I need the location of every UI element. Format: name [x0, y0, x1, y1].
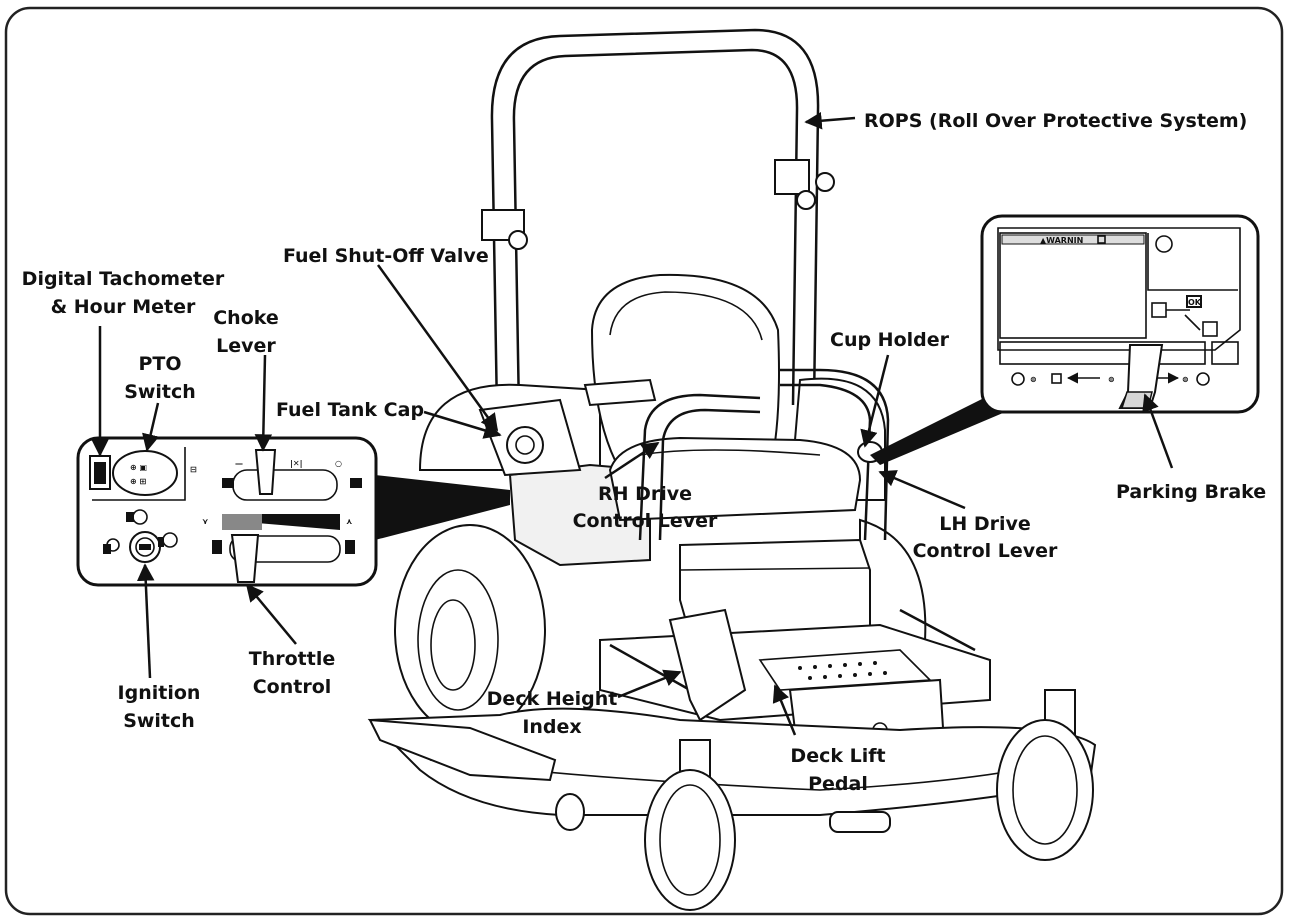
ignition-key-icon — [103, 509, 178, 563]
front-caster-right — [996, 689, 1094, 861]
label-deck-height-line1: Deck Height — [487, 688, 618, 710]
mower-deck — [367, 707, 1097, 816]
label-digital-tachometer-line2: & Hour Meter — [51, 296, 196, 318]
label-lh-drive-line2: Control Lever — [913, 540, 1058, 562]
label-ignition-line2: Switch — [123, 710, 195, 732]
svg-text:⊕ ⊞: ⊕ ⊞ — [130, 477, 146, 486]
left-control-panel-inset: ⊕ ▣ ⊕ ⊞ ⊟ |✕| ○ — ⋎ ⋏ — [76, 436, 510, 587]
svg-text:⊜: ⊜ — [1182, 375, 1189, 384]
label-cup-holder: Cup Holder — [830, 329, 950, 351]
mower-illustration — [367, 28, 1097, 911]
warning-decal-text: ▲WARNIN — [1040, 236, 1083, 245]
svg-text:OK: OK — [1188, 298, 1202, 307]
label-choke-line2: Lever — [216, 335, 276, 357]
label-choke-line1: Choke — [213, 307, 279, 329]
label-fuel-shutoff-valve: Fuel Shut-Off Valve — [283, 245, 489, 267]
label-deck-height-line2: Index — [522, 716, 581, 738]
label-rh-drive-line1: RH Drive — [598, 483, 692, 505]
seat — [590, 273, 862, 522]
anti-scalp-roller — [555, 793, 891, 833]
label-pto-line2: Switch — [124, 381, 196, 403]
svg-text:⊜: ⊜ — [1030, 375, 1037, 384]
svg-text:○: ○ — [335, 459, 342, 468]
svg-text:⊕ ▣: ⊕ ▣ — [130, 463, 147, 472]
label-ignition-line1: Ignition — [118, 682, 201, 704]
label-rops: ROPS (Roll Over Protective System) — [864, 110, 1247, 132]
label-lh-drive-line1: LH Drive — [939, 513, 1031, 535]
label-pto-line1: PTO — [138, 353, 181, 375]
throttle-icon: ⋎ ⋏ — [202, 514, 355, 583]
label-throttle-line2: Control — [253, 676, 332, 698]
pto-icon: ⊕ ▣ ⊕ ⊞ — [112, 450, 178, 496]
svg-text:—: — — [235, 459, 243, 468]
labels: ROPS (Roll Over Protective System) Fuel … — [22, 110, 1267, 795]
label-deck-lift-line1: Deck Lift — [790, 745, 885, 767]
rops-bar — [481, 28, 835, 471]
label-digital-tachometer-line1: Digital Tachometer — [22, 268, 225, 290]
svg-text:⊜: ⊜ — [1108, 375, 1115, 384]
label-deck-lift-line2: Pedal — [808, 773, 868, 795]
label-parking-brake: Parking Brake — [1116, 481, 1266, 503]
callout-lines — [91, 111, 1174, 736]
svg-text:⋎: ⋎ — [202, 517, 209, 526]
label-rh-drive-line2: Control Lever — [573, 510, 718, 532]
svg-text:⊟: ⊟ — [190, 465, 197, 474]
svg-text:|✕|: |✕| — [290, 459, 303, 468]
choke-icon: ⊟ |✕| ○ — — [190, 449, 362, 501]
svg-text:⋏: ⋏ — [346, 517, 353, 526]
label-throttle-line1: Throttle — [249, 648, 335, 670]
front-caster-left — [644, 739, 736, 911]
label-fuel-tank-cap: Fuel Tank Cap — [276, 399, 424, 421]
